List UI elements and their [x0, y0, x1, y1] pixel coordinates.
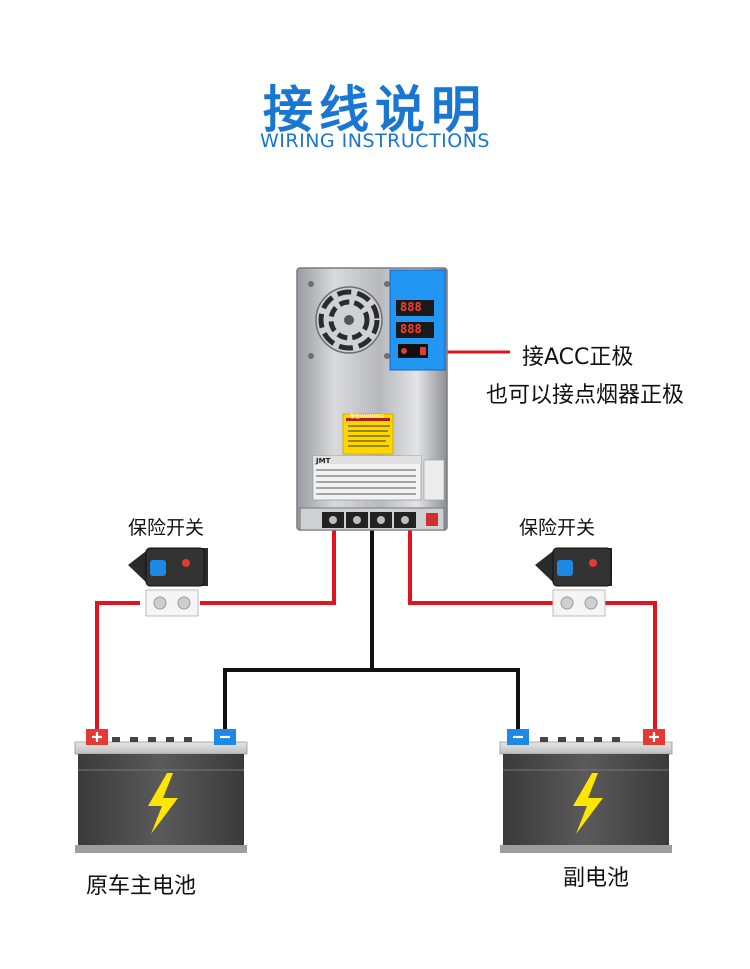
warning-text: 警告WARNING [350, 414, 385, 420]
wires [95, 350, 657, 733]
wire-negative-left [223, 668, 372, 733]
negative-terminal-icon [214, 729, 236, 745]
spec-label [312, 455, 445, 501]
fuse-switch-left [128, 547, 208, 617]
page-title: 接线说明 [263, 81, 487, 139]
fuse-right-label: 保险开关 [519, 517, 596, 539]
lightning-icon [573, 773, 603, 834]
display-right-readout: 888 [400, 322, 422, 336]
wire-right-positive-lower [605, 601, 657, 733]
display-panel [389, 269, 446, 371]
warning-sticker [342, 413, 394, 455]
acc-label-line2: 也可以接点烟器正极 [486, 383, 685, 408]
wire-left-positive-upper [200, 525, 336, 605]
battery-right-label: 副电池 [563, 866, 630, 891]
positive-terminal-icon [643, 729, 665, 745]
display-left-readout: 888 [400, 300, 422, 314]
wire-right-positive-upper [408, 525, 555, 605]
fuse-left-label: 保险开关 [128, 517, 205, 539]
lightning-icon [148, 773, 178, 834]
battery-left [74, 729, 248, 853]
page-subtitle: WIRING INSTRUCTIONS [260, 130, 490, 152]
battery-left-label: 原车主电池 [86, 874, 197, 899]
fuse-switch-right [535, 547, 612, 617]
fan-icon [308, 281, 390, 359]
device-brand: JMT [316, 457, 331, 465]
converter-device [296, 267, 448, 531]
positive-terminal-icon [86, 729, 108, 745]
acc-label-line1: 接ACC正极 [522, 345, 634, 370]
negative-terminal-icon [507, 729, 529, 745]
wire-left-positive-lower [95, 601, 140, 733]
wire-negative-right [372, 668, 520, 733]
terminal-block [299, 507, 445, 531]
battery-right [499, 729, 673, 853]
